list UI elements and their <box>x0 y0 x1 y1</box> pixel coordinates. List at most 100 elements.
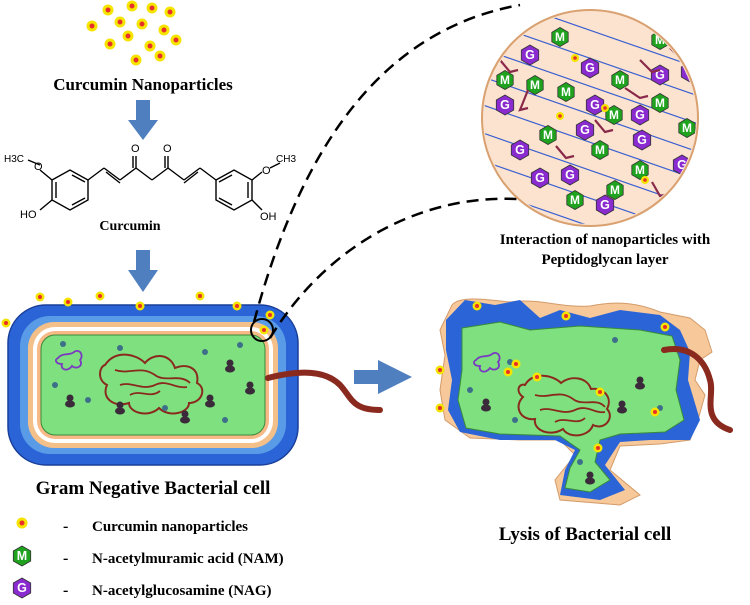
zoom-line-upper <box>252 3 521 323</box>
nam-sugar: M <box>631 160 649 180</box>
interaction-label-line2: Peptidoglycan layer <box>541 252 668 268</box>
nanoparticle <box>532 372 542 382</box>
svg-text:G: G <box>17 581 27 595</box>
nag-sugar: G <box>520 44 540 66</box>
nam-sugar: M <box>551 27 569 47</box>
nag-sugar: G <box>560 164 580 186</box>
nanoparticle <box>556 112 564 120</box>
nag-sugar: G <box>580 57 600 79</box>
nam-sugar: M <box>611 70 629 90</box>
svg-text:M: M <box>609 108 619 122</box>
nam-symbol: M <box>12 545 32 567</box>
nanoparticle <box>503 367 513 377</box>
legend-item-nam: M - N-acetylmuramic acid (NAM) <box>12 545 284 567</box>
nanoparticle <box>561 311 571 321</box>
nanoparticle <box>95 291 105 301</box>
svg-text:G: G <box>600 198 610 212</box>
ribosomes <box>65 359 255 424</box>
oh-label: OH <box>260 211 277 223</box>
svg-text:M: M <box>635 163 645 177</box>
cell-surface-nanoparticles <box>1 291 275 335</box>
nanoparticle <box>259 325 269 335</box>
carbonyl-o-right: O <box>163 143 172 155</box>
svg-text:M: M <box>530 78 540 92</box>
curcumin-atom-labels: O O H3C O O CH3 HO OH <box>4 143 296 223</box>
nanoparticle <box>114 16 126 28</box>
nanoparticle <box>104 38 116 50</box>
legend-item-nanoparticle: - Curcumin nanoparticles <box>16 517 248 535</box>
svg-text:G: G <box>590 98 600 112</box>
legend-dash-2: - <box>63 550 68 567</box>
nanoparticle <box>641 176 649 184</box>
nam-sugar: M <box>566 190 584 210</box>
nanoparticle <box>650 407 660 417</box>
nam-sugar: M <box>591 140 609 160</box>
svg-text:G: G <box>585 61 595 75</box>
nag-symbol: G <box>12 577 32 599</box>
svg-text:M: M <box>500 73 510 87</box>
nag-sugar: G <box>495 94 515 116</box>
nanoparticle <box>660 322 670 332</box>
methoxy-o-right: O <box>262 165 271 177</box>
svg-text:G: G <box>635 108 645 122</box>
nag-sugar: G <box>510 139 530 161</box>
nanoparticle <box>571 54 579 62</box>
svg-text:M: M <box>570 193 580 207</box>
nanoparticle <box>35 292 45 302</box>
svg-text:G: G <box>500 98 510 112</box>
nanoparticle <box>265 310 275 320</box>
svg-text:G: G <box>525 48 535 62</box>
nanoparticle <box>195 291 205 301</box>
nag-sugar: G <box>585 94 605 116</box>
svg-text:M: M <box>682 121 692 135</box>
nanoparticle <box>435 365 445 375</box>
nam-sugar: M <box>557 82 575 102</box>
legend-text-1: Curcumin nanoparticles <box>92 519 248 535</box>
curcumin-label: Curcumin <box>99 219 160 234</box>
legend-dash-3: - <box>63 582 68 599</box>
curcumin-structure <box>27 156 281 211</box>
svg-text:M: M <box>543 128 553 142</box>
legend-nanoparticle-icon <box>16 517 28 529</box>
right-arrow <box>354 360 412 394</box>
nanoparticle <box>232 301 242 311</box>
svg-text:M: M <box>655 33 665 47</box>
lysed-cell-nanoparticles <box>435 301 670 453</box>
nanoparticle-cluster <box>86 0 182 66</box>
nanoparticle <box>164 6 176 18</box>
svg-text:M: M <box>610 183 620 197</box>
svg-text:M: M <box>555 30 565 44</box>
carbonyl-o-left: O <box>131 143 140 155</box>
nam-sugar: M <box>496 70 514 90</box>
nag-sugar: G <box>632 129 652 151</box>
svg-text:G: G <box>655 68 665 82</box>
svg-text:G: G <box>515 143 525 157</box>
zoom-line-lower <box>268 197 531 339</box>
down-arrow-2 <box>128 250 158 292</box>
legend-text-2: N-acetylmuramic acid (NAM) <box>92 551 284 567</box>
nam-sugar: M <box>526 75 544 95</box>
nam-sugar: M <box>678 118 696 138</box>
nam-sugar: M <box>651 93 669 113</box>
svg-text:M: M <box>595 143 605 157</box>
nag-sugar: G <box>530 167 550 189</box>
svg-text:M: M <box>17 549 27 563</box>
svg-text:M: M <box>655 96 665 110</box>
nanoparticle <box>146 2 158 14</box>
nanoparticle <box>63 297 73 307</box>
nanoparticle <box>86 20 98 32</box>
legend: - Curcumin nanoparticles M - N-acetylmur… <box>12 517 284 599</box>
nanoparticle <box>135 301 145 311</box>
nag-sugar: G <box>595 194 615 216</box>
nanoparticle <box>595 387 605 397</box>
nanoparticle <box>130 54 142 66</box>
nag-sugar: G <box>630 104 650 126</box>
legend-text-3: N-acetylglucosamine (NAG) <box>92 583 272 599</box>
svg-text:G: G <box>535 171 545 185</box>
nanoparticle <box>102 4 114 16</box>
nam-sugar: M <box>606 180 624 200</box>
nanoparticle <box>122 30 134 42</box>
nanoparticle <box>435 403 445 413</box>
nanoparticle <box>144 40 156 52</box>
svg-text:G: G <box>565 168 575 182</box>
